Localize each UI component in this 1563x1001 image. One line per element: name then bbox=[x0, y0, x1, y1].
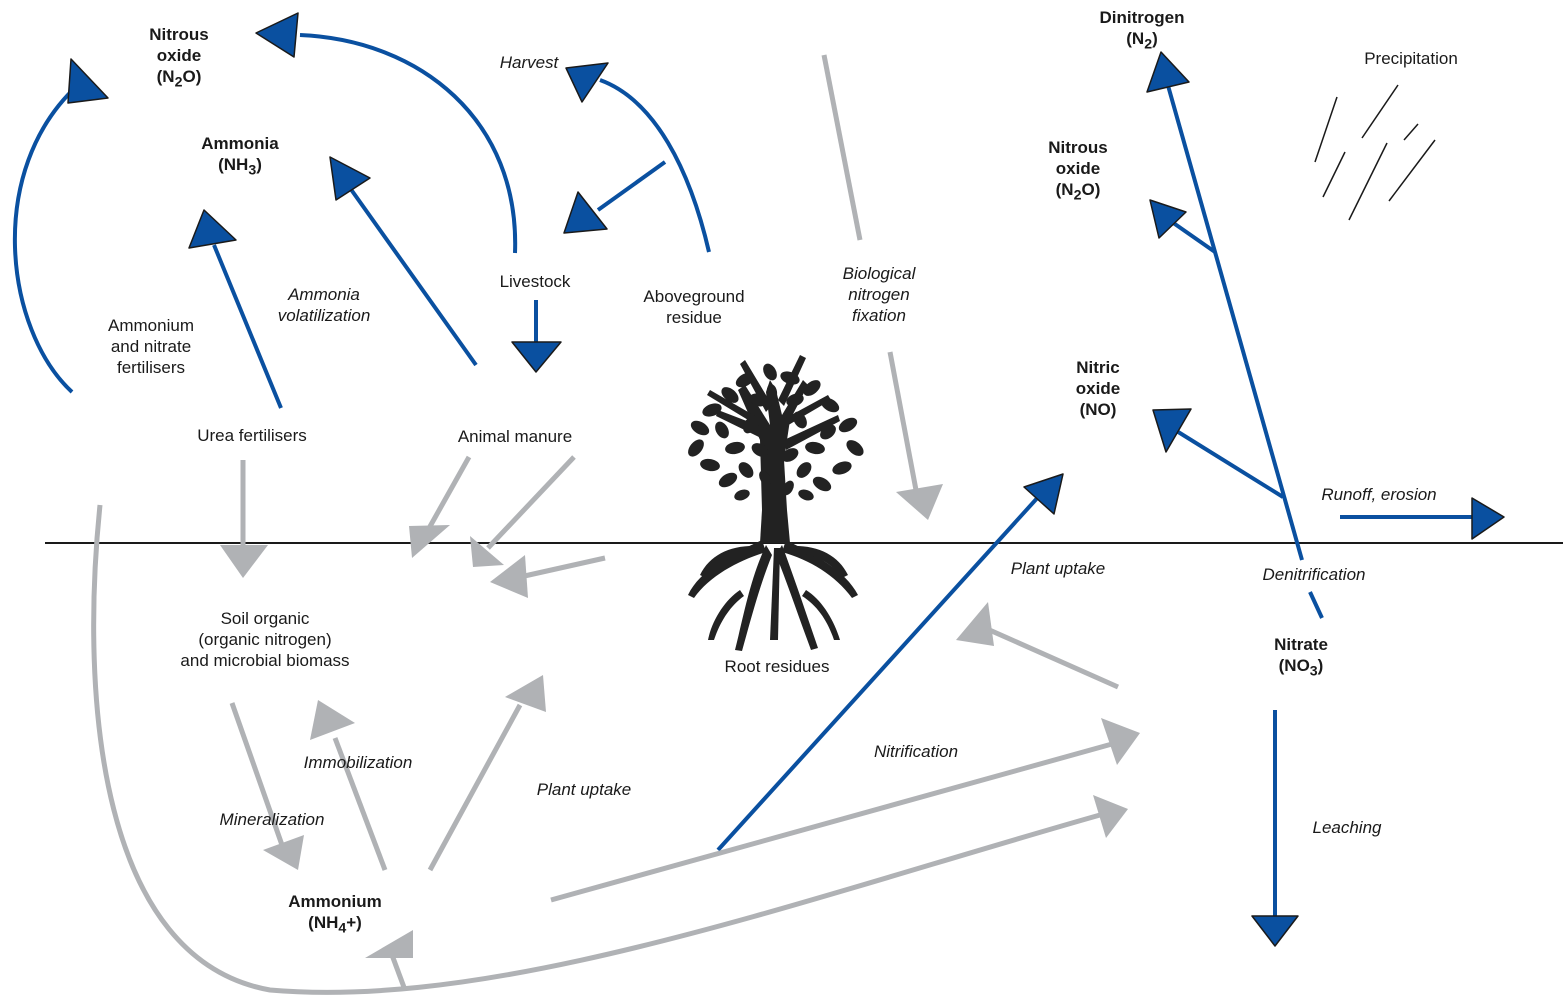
arrowhead-nitrification bbox=[1101, 718, 1140, 765]
mineralization-label: Mineralization bbox=[219, 810, 325, 829]
nitrous-oxide-left-formula: (N2O) bbox=[156, 67, 202, 91]
arrowhead-runoff bbox=[1471, 497, 1505, 540]
arrowhead-plant-uptake-nitrate bbox=[1023, 473, 1064, 515]
arrowhead-livestock-n2o bbox=[255, 12, 299, 58]
arrowhead-fert-n2o bbox=[67, 58, 109, 104]
arrowhead-ammonia-urea bbox=[188, 209, 237, 249]
animal-manure-label: Animal manure bbox=[457, 427, 573, 446]
arrow-denitrification-main bbox=[1165, 81, 1304, 561]
arrow-manure-to-soil-1 bbox=[425, 455, 472, 532]
livestock-label: Livestock bbox=[499, 272, 571, 291]
nitrate-label: Nitrate (NO3) bbox=[1274, 635, 1328, 680]
soil-organic-label: Soil organic (organic nitrogen) and micr… bbox=[180, 609, 350, 670]
arrowhead-harvest bbox=[565, 62, 609, 103]
arrowhead-to-livestock bbox=[563, 191, 608, 234]
arrowhead-residue bbox=[490, 555, 528, 598]
ammonia-line1: Ammonia bbox=[201, 134, 279, 153]
arrow-mineralization bbox=[229, 702, 285, 846]
arrow-residue-to-harvest bbox=[599, 78, 711, 253]
arrowhead-urea-soil bbox=[220, 545, 268, 578]
arrow-nitrification bbox=[550, 741, 1113, 903]
biological-nitrogen-fixation-label: Biological nitrogen fixation bbox=[842, 264, 916, 325]
arrow-plant-uptake-nitrate bbox=[716, 493, 1042, 852]
nitrous-oxide-left-label: Nitrous oxide (N2O) bbox=[149, 24, 209, 93]
arrow-denitrification-to-n2o bbox=[1170, 220, 1217, 254]
arrowhead-loop-end bbox=[1093, 795, 1128, 838]
nitric-oxide-label: Nitric oxide (NO) bbox=[1075, 358, 1121, 419]
arrowhead-dinitrogen bbox=[1146, 51, 1190, 93]
arrow-loop-to-ammonium bbox=[389, 954, 408, 991]
arrowhead-ammonium-plant-uptake bbox=[505, 675, 546, 712]
ammonium-nitrate-fertilisers-label: Ammonium and nitrate fertilisers bbox=[108, 316, 194, 377]
precipitation-label: Precipitation bbox=[1364, 49, 1458, 68]
arrowhead-bnf bbox=[896, 484, 943, 520]
arrow-manure-to-soil-2 bbox=[486, 455, 576, 550]
denitrification-label: Denitrification bbox=[1262, 565, 1366, 584]
arrowhead-manure-2 bbox=[470, 536, 504, 567]
ammonia-volatilization-label: Ammonia volatilization bbox=[277, 285, 371, 325]
root-residues-label: Root residues bbox=[724, 657, 830, 676]
arrowhead-to-manure bbox=[511, 341, 562, 373]
aboveground-residue-label: Aboveground residue bbox=[643, 287, 745, 327]
arrow-immobilization bbox=[332, 737, 388, 871]
runoff-erosion-label: Runoff, erosion bbox=[1321, 485, 1437, 504]
arrow-ammonium-plant-uptake bbox=[427, 703, 523, 872]
arrow-denitrification-to-no bbox=[1173, 428, 1285, 499]
arrowhead-ammonium-loop bbox=[365, 930, 413, 958]
arrow-fertiliser-loop bbox=[91, 504, 1101, 995]
urea-fertilisers-label: Urea fertilisers bbox=[197, 426, 307, 445]
plant-uptake-lower-label: Plant uptake bbox=[536, 780, 632, 799]
arrow-bnf-to-atmosphere bbox=[821, 54, 863, 241]
nitrous-oxide-left-line2: oxide bbox=[156, 46, 202, 65]
arrowhead-no bbox=[1152, 408, 1192, 453]
arrow-manure-to-ammonia bbox=[348, 186, 478, 367]
arrowhead-manure-1 bbox=[409, 525, 450, 558]
dinitrogen-label: Dinitrogen (N2) bbox=[1099, 8, 1185, 53]
immobilization-label: Immobilization bbox=[303, 753, 413, 772]
arrowhead-n2o-right bbox=[1149, 199, 1187, 239]
arrow-residue-to-soil bbox=[519, 555, 606, 580]
tree-with-roots-icon bbox=[688, 355, 864, 651]
arrowhead-immobilization bbox=[310, 700, 355, 740]
ammonium-label: Ammonium (NH4+) bbox=[288, 892, 382, 937]
arrow-livestock-to-nitrous-oxide bbox=[299, 33, 518, 254]
arrow-fertiliser-to-nitrous-oxide bbox=[13, 83, 80, 394]
harvest-label: Harvest bbox=[499, 53, 559, 72]
leaching-label: Leaching bbox=[1312, 818, 1382, 837]
ammonia-formula: (NH3) bbox=[218, 155, 262, 179]
arrow-urea-to-ammonia bbox=[212, 244, 283, 409]
nitrous-oxide-left-line1: Nitrous bbox=[149, 25, 209, 44]
arrowhead-ammonia-manure bbox=[329, 156, 371, 201]
arrow-denitrification-dash bbox=[1308, 591, 1324, 619]
nitrous-oxide-right-label: Nitrous oxide (N2O) bbox=[1048, 138, 1108, 204]
arrowhead-leaching bbox=[1251, 915, 1299, 947]
arrowhead-nitrate-plant-uptake bbox=[956, 602, 994, 646]
arrow-bnf-to-soil bbox=[887, 351, 919, 491]
arrowhead-mineralization bbox=[263, 835, 304, 870]
plant-uptake-upper-label: Plant uptake bbox=[1010, 559, 1106, 578]
ammonia-label: Ammonia (NH3) bbox=[201, 133, 278, 181]
arrow-residue-to-livestock bbox=[596, 160, 667, 212]
rain-icon bbox=[1314, 84, 1436, 221]
nitrification-label: Nitrification bbox=[873, 742, 959, 761]
arrow-nitrate-plant-uptake bbox=[983, 625, 1120, 690]
